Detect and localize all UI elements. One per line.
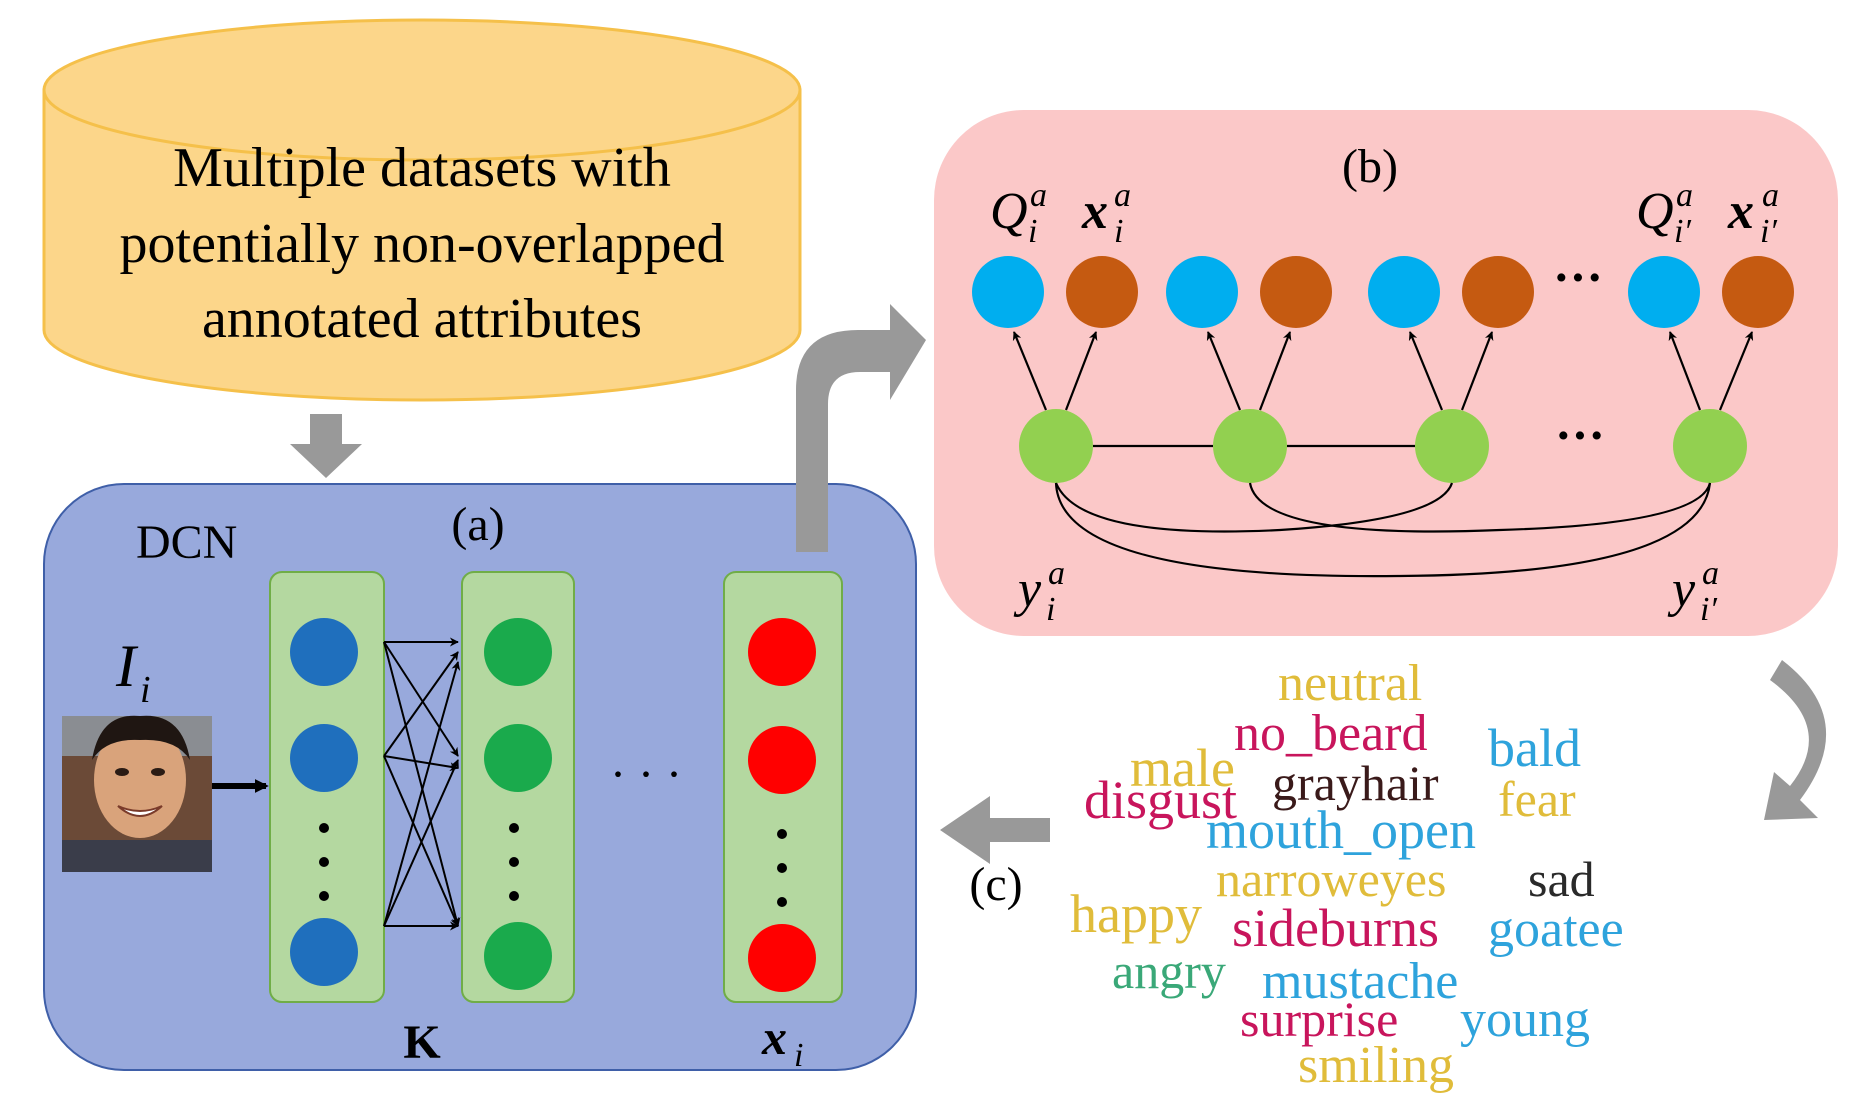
word-narroweyes: narroweyes (1216, 851, 1446, 907)
panel-c-label: (c) (969, 858, 1022, 911)
layer-2-node (484, 922, 552, 990)
y-node (1415, 409, 1489, 483)
panel-a-label: (a) (451, 498, 504, 551)
x-node (1066, 256, 1138, 328)
x-i-sup: a (1114, 177, 1131, 214)
image-label-subscript: i (140, 669, 151, 711)
layer-1-vertical-dots (319, 823, 329, 901)
panel-b-box (934, 110, 1838, 636)
word-surprise: surprise (1240, 991, 1398, 1047)
output-vertical-dots (777, 829, 787, 907)
layer-connections (383, 637, 461, 931)
bottom-row-ellipsis: ··· (1555, 407, 1605, 463)
y-i-label: y (1013, 561, 1042, 618)
y-node (1673, 409, 1747, 483)
word-cloud: neutral no_beard bald male disgust grayh… (1070, 655, 1624, 1094)
word-fear: fear (1498, 771, 1576, 827)
y-i-sup: a (1048, 555, 1065, 592)
y-node (1019, 409, 1093, 483)
output-label: x (761, 1009, 787, 1065)
word-smiling: smiling (1298, 1037, 1454, 1094)
q-i-label: Q (990, 183, 1028, 240)
layer-2-node (484, 724, 552, 792)
x-node (1462, 256, 1534, 328)
output-node (748, 924, 816, 992)
word-mustache: mustache (1262, 953, 1458, 1010)
cylinder-text-line-3: annotated attributes (202, 288, 642, 350)
word-angry: angry (1112, 943, 1226, 999)
q-iprime-sup: a (1676, 177, 1693, 214)
q-i-sub: i (1028, 213, 1037, 250)
q-iprime-sub: i′ (1674, 213, 1691, 250)
q-node (1368, 256, 1440, 328)
output-node (748, 726, 816, 794)
layer-ellipsis: · · · (610, 748, 682, 801)
word-bald: bald (1488, 718, 1581, 778)
x-iprime-sub: i′ (1760, 213, 1777, 250)
word-male: male (1130, 738, 1235, 798)
word-no-beard: no_beard (1234, 705, 1427, 762)
output-node (748, 618, 816, 686)
layer-k-label: K (403, 1016, 440, 1069)
y-i-sub: i (1046, 591, 1055, 628)
word-happy: happy (1070, 884, 1202, 944)
q-node (1166, 256, 1238, 328)
bent-arrow-to-b (796, 304, 926, 552)
word-neutral: neutral (1278, 655, 1422, 712)
output-label-subscript: i (794, 1037, 803, 1074)
down-arrow (290, 414, 362, 478)
word-sideburns: sideburns (1232, 898, 1439, 958)
word-disgust: disgust (1084, 770, 1237, 830)
image-label: I (115, 633, 139, 699)
panel-b: (b) Q a i x a i Q a i′ x a i′ ··· ··· (934, 110, 1838, 636)
y-pairwise-edges (1054, 444, 1712, 578)
left-arrow-c (940, 796, 1050, 864)
curved-arrow-to-cloud (1764, 660, 1827, 820)
x-node (1722, 256, 1794, 328)
layer-2-node (484, 618, 552, 686)
dataset-cylinder: Multiple datasets with potentially non-o… (42, 18, 802, 402)
cylinder-text-line-1: Multiple datasets with (173, 137, 671, 199)
y-iprime-sub: i′ (1700, 591, 1717, 628)
x-iprime-sup: a (1762, 177, 1779, 214)
x-node (1260, 256, 1332, 328)
word-grayhair: grayhair (1272, 755, 1439, 811)
layer-1-node (290, 724, 358, 792)
layer-1-node (290, 918, 358, 986)
panel-a-dcn: DCN (a) I i (43, 483, 917, 1074)
word-sad: sad (1528, 851, 1595, 907)
y-iprime-sup: a (1702, 555, 1719, 592)
top-row-ellipsis: ··· (1553, 249, 1603, 305)
y-iprime-label: y (1667, 561, 1696, 618)
cylinder-body (42, 88, 802, 402)
word-mouth-open: mouth_open (1206, 800, 1476, 860)
layer-1-node (290, 618, 358, 686)
panel-b-label: (b) (1342, 140, 1398, 193)
dcn-label: DCN (136, 516, 237, 569)
cylinder-text-line-2: potentially non-overlapped (120, 213, 725, 275)
q-iprime-label: Q (1636, 183, 1674, 240)
face-image (62, 715, 212, 872)
word-young: young (1460, 991, 1590, 1048)
layer-2-vertical-dots (509, 823, 519, 901)
q-node (1628, 256, 1700, 328)
q-node (972, 256, 1044, 328)
x-iprime-label: x (1727, 183, 1754, 240)
word-goatee: goatee (1488, 901, 1624, 958)
x-i-label: x (1081, 183, 1108, 240)
y-node (1213, 409, 1287, 483)
y-to-qx-arrows (1012, 331, 1754, 411)
x-i-sub: i (1114, 213, 1123, 250)
q-i-sup: a (1030, 177, 1047, 214)
cylinder-top (42, 18, 802, 162)
